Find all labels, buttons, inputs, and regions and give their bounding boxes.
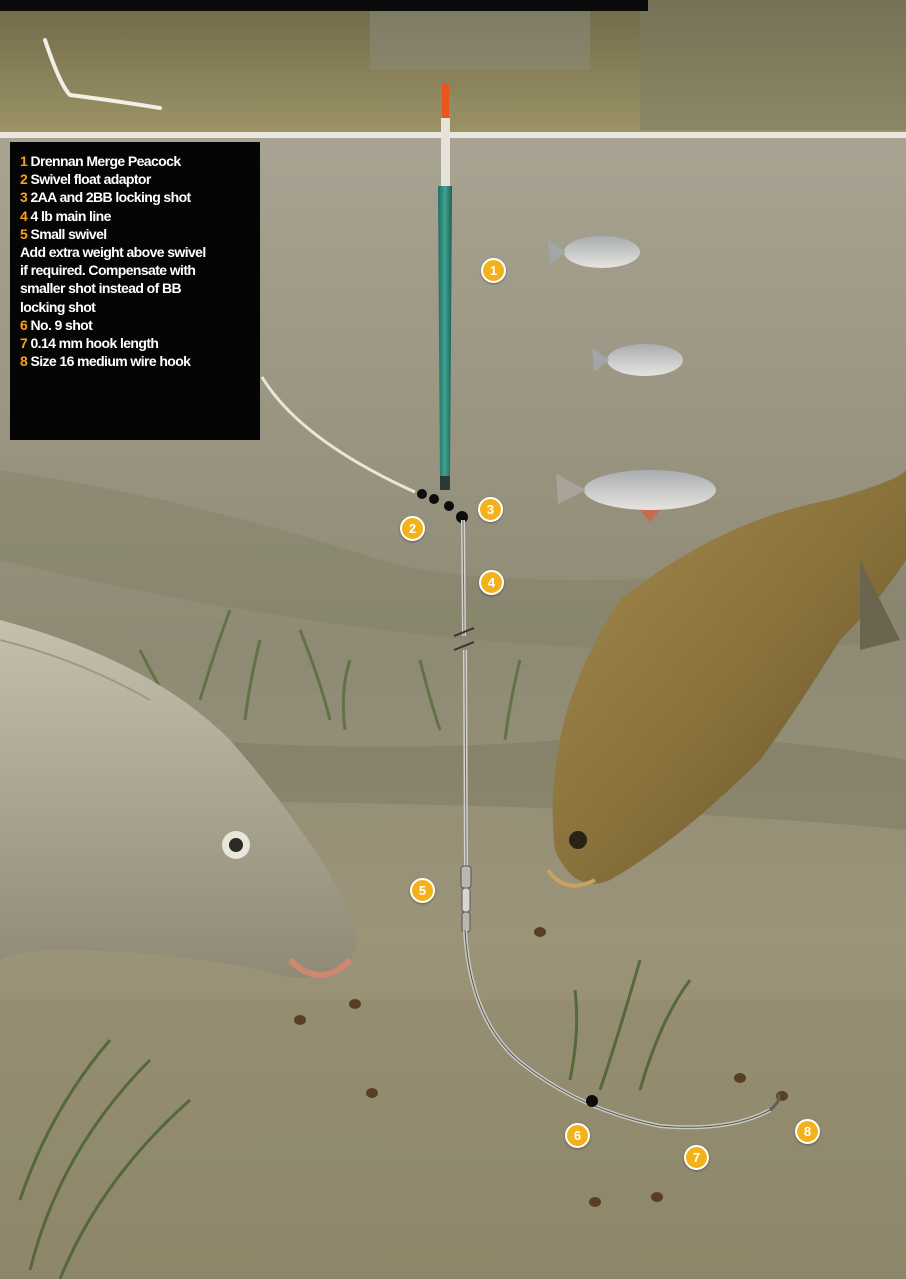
legend-text: Small swivel — [30, 226, 106, 242]
legend-number: 3 — [20, 189, 27, 205]
legend-text: locking shot — [20, 299, 95, 315]
legend-number: 1 — [20, 153, 27, 169]
legend-text: 4 lb main line — [30, 208, 110, 224]
legend-note: Add extra weight above swivel — [20, 243, 254, 261]
legend-text: 2AA and 2BB locking shot — [30, 189, 190, 205]
small-swivel — [461, 866, 471, 932]
callout-5: 5 — [410, 878, 435, 903]
legend-text: smaller shot instead of BB — [20, 280, 181, 296]
legend-line: 7 0.14 mm hook length — [20, 334, 254, 352]
legend-line: 8 Size 16 medium wire hook — [20, 352, 254, 370]
legend-number: 7 — [20, 335, 27, 351]
legend-note: if required. Compensate with — [20, 261, 254, 279]
legend-line: 5 Small swivel — [20, 225, 254, 243]
callout-8: 8 — [795, 1119, 820, 1144]
legend-text: No. 9 shot — [30, 317, 92, 333]
top-bar — [0, 0, 648, 11]
reflection-trees — [640, 0, 906, 130]
legend-number: 6 — [20, 317, 27, 333]
legend-line: 1 Drennan Merge Peacock — [20, 152, 254, 170]
callout-3: 3 — [478, 497, 503, 522]
legend-text: if required. Compensate with — [20, 262, 195, 278]
no9-shot — [586, 1095, 598, 1107]
legend-number: 2 — [20, 171, 27, 187]
legend-number: 5 — [20, 226, 27, 242]
legend-line: 3 2AA and 2BB locking shot — [20, 188, 254, 206]
legend-number: 4 — [20, 208, 27, 224]
callout-6: 6 — [565, 1123, 590, 1148]
legend-number: 8 — [20, 353, 27, 369]
legend-text: Swivel float adaptor — [30, 171, 150, 187]
callout-4: 4 — [479, 570, 504, 595]
legend-note: locking shot — [20, 298, 254, 316]
legend-panel: 1 Drennan Merge Peacock 2 Swivel float a… — [10, 142, 260, 440]
reflection-patch — [370, 10, 590, 70]
legend-text: Add extra weight above swivel — [20, 244, 206, 260]
legend-text: Size 16 medium wire hook — [30, 353, 190, 369]
legend-line: 2 Swivel float adaptor — [20, 170, 254, 188]
callout-7: 7 — [684, 1145, 709, 1170]
callout-1: 1 — [481, 258, 506, 283]
legend-note: smaller shot instead of BB — [20, 279, 254, 297]
callout-2: 2 — [400, 516, 425, 541]
legend-text: Drennan Merge Peacock — [30, 153, 180, 169]
riverbed — [0, 1000, 906, 1279]
legend-line: 6 No. 9 shot — [20, 316, 254, 334]
legend-line: 4 4 lb main line — [20, 207, 254, 225]
surface-line — [0, 132, 906, 138]
legend-text: 0.14 mm hook length — [30, 335, 158, 351]
